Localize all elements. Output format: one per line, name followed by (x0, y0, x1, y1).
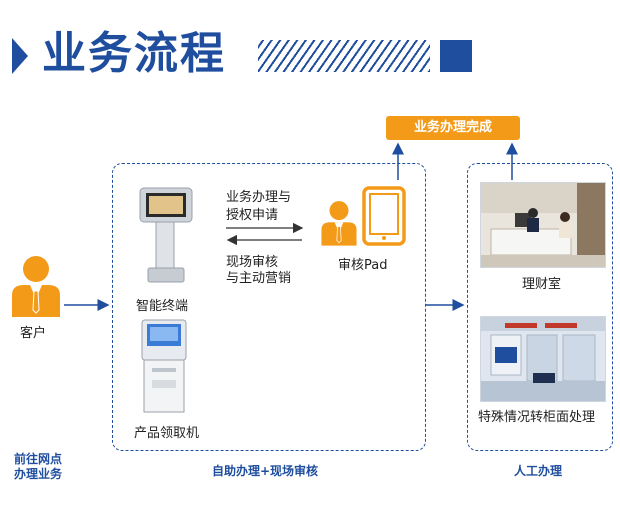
header-square-decoration (440, 40, 472, 72)
forward-label-line2: 授权申请 (226, 208, 279, 223)
manual-service-box (467, 163, 613, 451)
customer-person-icon (12, 256, 60, 317)
pad-label: 审核Pad (338, 258, 388, 273)
smart-terminal-icon (139, 187, 193, 283)
footer-left-line2: 办理业务 (14, 467, 63, 481)
finance-room-label: 理财室 (522, 277, 562, 292)
finance-room-image (480, 182, 606, 268)
kiosk-label: 产品领取机 (134, 426, 200, 441)
header-hatch-decoration (258, 40, 430, 72)
done-banner: 业务办理完成 (386, 116, 520, 140)
reviewer-person-icon (321, 201, 357, 246)
forward-label-line1: 业务办理与 (226, 190, 292, 205)
page-title: 业务流程 (42, 28, 226, 79)
self-service-box (112, 163, 426, 451)
terminal-label: 智能终端 (136, 299, 189, 314)
counter-image (480, 316, 606, 402)
kiosk-icon (141, 319, 187, 413)
manual-service-label: 人工办理 (514, 464, 563, 478)
self-service-label: 自助办理+现场审核 (212, 464, 319, 478)
header-arrow-icon (12, 38, 28, 74)
back-label-line1: 现场审核 (226, 255, 279, 270)
counter-label: 特殊情况转柜面处理 (478, 410, 596, 425)
footer-left-line1: 前往网点 (14, 452, 63, 466)
tablet-icon (362, 186, 406, 246)
back-label-line2: 与主动营销 (226, 271, 292, 286)
customer-label: 客户 (20, 326, 47, 341)
